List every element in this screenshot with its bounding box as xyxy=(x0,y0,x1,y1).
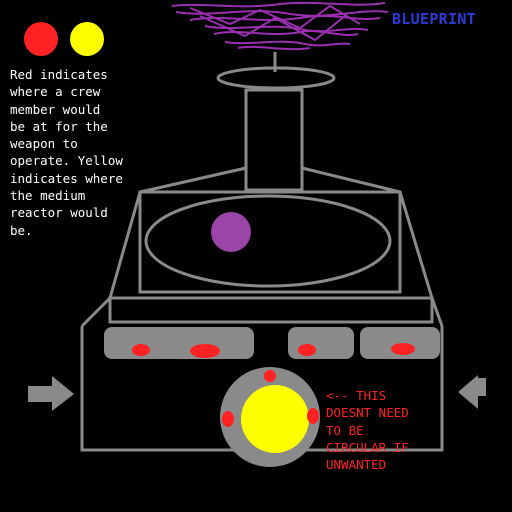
support-left xyxy=(108,191,142,299)
deck xyxy=(108,296,434,324)
crew-marker-icon xyxy=(24,22,58,56)
crew-marker xyxy=(222,411,234,427)
crew-marker xyxy=(190,344,220,358)
core-orb xyxy=(211,212,251,252)
stack-ring xyxy=(216,66,336,90)
crew-marker xyxy=(264,370,276,382)
arrow-left-icon xyxy=(458,375,486,409)
crew-marker xyxy=(391,343,415,355)
deck-slope-right xyxy=(430,297,444,327)
crew-marker xyxy=(298,344,316,356)
smokestack xyxy=(244,88,304,192)
reactor-marker-icon xyxy=(70,22,104,56)
crew-stations xyxy=(104,327,440,359)
roof-left xyxy=(139,166,247,194)
crew-station-left xyxy=(104,327,254,359)
crew-station-right xyxy=(360,327,440,359)
reactor-module xyxy=(220,367,320,467)
reactor-shape-note: <-- THIS DOESNT NEED TO BE CIRCULAR IF U… xyxy=(326,388,409,473)
reactor-core xyxy=(241,385,309,453)
support-right xyxy=(398,191,434,299)
crew-marker xyxy=(132,344,150,356)
reactor-housing xyxy=(138,190,402,294)
blueprint-title: BLUEPRINT xyxy=(392,10,476,28)
reactor-chamber xyxy=(144,194,392,288)
smoke-scribble xyxy=(171,1,389,51)
crew-marker xyxy=(307,408,319,424)
arrow-right-icon xyxy=(28,376,74,411)
deck-slope-left xyxy=(80,296,112,328)
legend-description: Red indicates where a crew member would … xyxy=(10,67,123,238)
crew-station-middle xyxy=(288,327,354,359)
roof-right xyxy=(301,166,401,194)
